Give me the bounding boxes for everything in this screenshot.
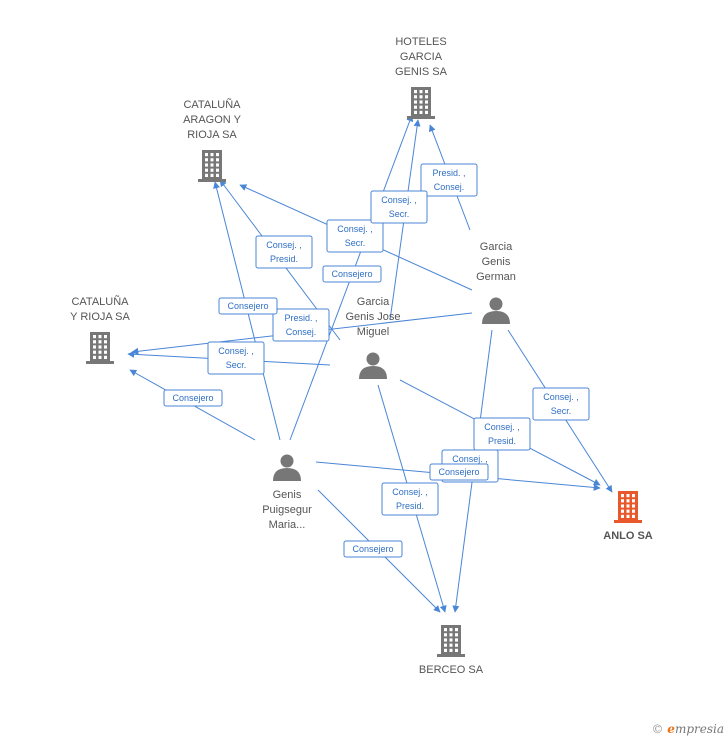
edge-label-german-rioja[interactable]: Presid. , Consej.: [272, 308, 330, 342]
person-icon: [482, 297, 510, 324]
edge-label-box: [532, 387, 590, 421]
node-label: Maria...: [269, 519, 306, 531]
edge-label-text: Presid. ,: [284, 313, 317, 323]
node-label: Miguel: [357, 326, 389, 338]
node-anlo[interactable]: ANLO SA: [603, 491, 653, 542]
node-label: Y RIOJA SA: [70, 311, 130, 323]
edge-label-text: Presid.: [488, 436, 516, 446]
node-rioja[interactable]: CATALUÑA Y RIOJA SA: [70, 295, 131, 364]
node-label: Garcia: [357, 296, 390, 308]
edge-label-text: Secr.: [389, 209, 410, 219]
nodes-layer: HOTELES GARCIA GENIS SA CATALUÑA ARAGON Y RIO…: [70, 36, 653, 676]
edge-label-german-hoteles[interactable]: Presid. , Consej.: [420, 163, 478, 197]
node-aragon[interactable]: CATALUÑA ARAGON Y RIOJA SA: [183, 98, 242, 182]
edge-label-box: [473, 417, 531, 451]
node-label: Genis Jose: [345, 311, 400, 323]
edge-label-german-anlo[interactable]: Consej. , Secr.: [532, 387, 590, 421]
edge-label-text: Consej. ,: [337, 224, 373, 234]
building-icon: [614, 491, 642, 523]
node-label: GARCIA: [400, 51, 443, 63]
edge-label-text: Consejero: [172, 393, 213, 403]
edge-label-text: Consej. ,: [452, 454, 488, 464]
node-label: Garcia: [480, 241, 513, 253]
edge-label-text: Consej. ,: [392, 487, 428, 497]
edge-label-box: [322, 265, 382, 283]
building-icon: [86, 332, 114, 364]
edge-label-maria-berceo[interactable]: Consejero: [343, 540, 403, 558]
node-label: ANLO SA: [603, 530, 653, 542]
edge-label-miguel-aragon[interactable]: Consej. , Presid.: [255, 235, 313, 269]
edge-label-miguel-berceo[interactable]: Consej. , Presid.: [381, 482, 439, 516]
person-icon: [359, 352, 387, 379]
building-icon: [407, 87, 435, 119]
edge-label-maria-aragon[interactable]: Consejero: [218, 297, 278, 315]
node-maria[interactable]: GenisPuigsegurMaria...: [262, 454, 312, 532]
edge-label-miguel-hoteles[interactable]: Consej. , Secr.: [370, 190, 428, 224]
edge-labels-layer: Presid. , Consej. Consej. , Secr. Presid. , C…: [163, 163, 590, 558]
node-hoteles[interactable]: HOTELES GARCIA GENIS SA: [395, 36, 448, 119]
node-label: ARAGON Y: [183, 114, 242, 126]
edge-label-text: Consej. ,: [218, 346, 254, 356]
node-label: RIOJA SA: [187, 129, 237, 141]
edge-label-text: Consej.: [286, 327, 317, 337]
edge-label-text: Presid.: [396, 501, 424, 511]
edge-label-maria-anlo[interactable]: Consejero: [429, 463, 489, 481]
edge-label-text: Secr.: [226, 360, 247, 370]
edge-label-text: Consejero: [331, 269, 372, 279]
building-icon: [437, 625, 465, 657]
node-label: Genis: [482, 256, 511, 268]
node-label: CATALUÑA: [71, 295, 129, 308]
edge-label-text: Consej. ,: [381, 195, 417, 205]
copyright-symbol: ©: [651, 722, 664, 736]
edge-label-box: [218, 297, 278, 315]
edge-label-maria-hoteles[interactable]: Consejero: [322, 265, 382, 283]
node-berceo[interactable]: BERCEO SA: [419, 625, 484, 676]
edge-label-box: [255, 235, 313, 269]
node-label: German: [476, 271, 516, 283]
edge-label-text: Consej. ,: [543, 392, 579, 402]
edge-label-text: Consejero: [227, 301, 268, 311]
edge-label-box: [420, 163, 478, 197]
node-label: Genis: [273, 489, 302, 501]
node-label: GENIS SA: [395, 66, 448, 78]
edge-label-text: Presid. ,: [432, 168, 465, 178]
edge-label-box: [381, 482, 439, 516]
edge-label-box: [272, 308, 330, 342]
edge-label-text: Consejero: [352, 544, 393, 554]
edge-label-box: [343, 540, 403, 558]
edge-label-text: Consej. ,: [484, 422, 520, 432]
edge-label-box: [163, 389, 223, 407]
edge-label-box: [370, 190, 428, 224]
edge-label-text: Secr.: [345, 238, 366, 248]
person-icon: [273, 454, 301, 481]
node-label: CATALUÑA: [183, 98, 241, 111]
node-label: HOTELES: [395, 36, 446, 48]
edge-label-text: Consej.: [434, 182, 465, 192]
node-label: Puigsegur: [262, 504, 312, 516]
edge-label-miguel-rioja[interactable]: Consej. , Secr.: [207, 341, 265, 375]
node-label: BERCEO SA: [419, 664, 484, 676]
edge-label-german-aragon[interactable]: Consej. , Secr.: [326, 219, 384, 253]
edge-label-text: Secr.: [551, 406, 572, 416]
edge-label-text: Consejero: [438, 467, 479, 477]
edge-label-text: Presid.: [270, 254, 298, 264]
edge-label-text: Consej. ,: [266, 240, 302, 250]
brand-initial: e: [667, 722, 675, 736]
edge-label-maria-rioja[interactable]: Consejero: [163, 389, 223, 407]
edge-label-box: [207, 341, 265, 375]
brand-name: mpresia: [674, 722, 724, 736]
edge-label-german-berceo[interactable]: Consej. , Presid.: [473, 417, 531, 451]
building-icon: [198, 150, 226, 182]
edge-label-box: [326, 219, 384, 253]
edge-label-box: [429, 463, 489, 481]
footer-brand[interactable]: © empresia: [651, 722, 724, 736]
